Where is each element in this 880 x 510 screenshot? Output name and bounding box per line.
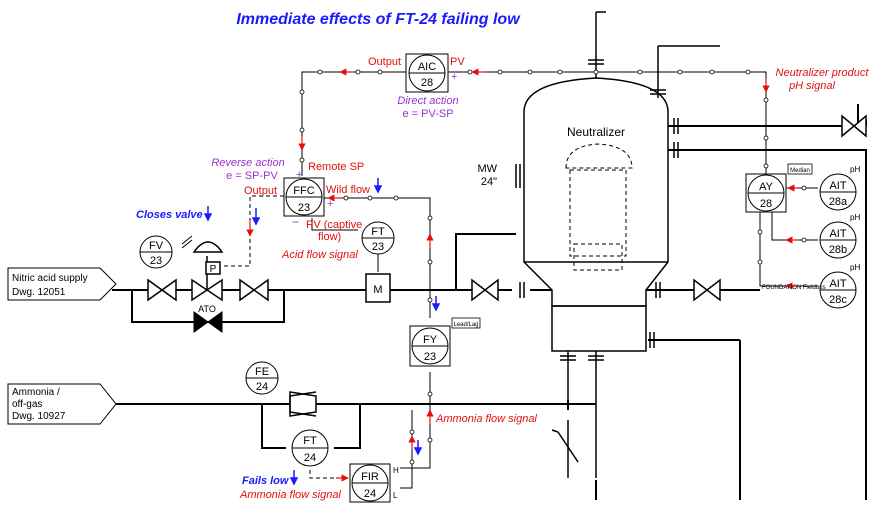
analyzer-ait28a[interactable]: AIT 28a pH: [819, 165, 860, 211]
transmitter-ft24[interactable]: FT 24: [291, 429, 329, 467]
ait-b-num: 28b: [829, 244, 847, 256]
ammonia-flow-signal-label-2: Ammonia flow signal: [239, 489, 341, 501]
wild-flow-label: Wild flow: [326, 184, 370, 196]
reverse-action-label: Reverse action: [211, 157, 284, 169]
fir-num: 24: [364, 488, 376, 500]
ait-c-num: 28c: [829, 294, 847, 306]
ay-function: Median: [790, 168, 810, 174]
neutralizer-ph-label-2: pH signal: [788, 80, 835, 92]
acid-flow-signal-label: Acid flow signal: [281, 249, 358, 261]
fe-num: 24: [256, 381, 268, 393]
recorder-fir24[interactable]: FIR 24: [349, 463, 391, 503]
transmitter-ft23[interactable]: FT 23: [361, 221, 395, 255]
check-valve: [551, 420, 579, 478]
nitric-supply-flag: [7, 267, 117, 301]
valve-tag-fv23[interactable]: FV 23: [139, 235, 173, 269]
fv-num: 23: [150, 255, 162, 267]
ait-a-tag: AIT: [829, 180, 846, 192]
fir-low: L: [393, 491, 398, 500]
manway-label: MW: [477, 163, 497, 175]
fieldbus-label: FOUNDATION Fieldbus: [762, 285, 826, 291]
fir-tag: FIR: [361, 471, 379, 483]
positioner-label: P: [210, 264, 217, 275]
aic-pv-label: PV: [450, 56, 465, 68]
signal-dots: [299, 69, 807, 465]
controller-aic28[interactable]: AIC 28: [405, 53, 449, 93]
blue-direction-arrows: [203, 178, 441, 486]
aic-tag: AIC: [418, 61, 436, 73]
ft24-tag: FT: [303, 435, 317, 447]
ay-num: 28: [760, 198, 772, 210]
fv-tag: FV: [149, 240, 164, 252]
pipe-flanges: [519, 118, 679, 348]
direct-action-eq: e = PV-SP: [402, 108, 453, 120]
ait-c-ph: pH: [850, 263, 860, 272]
controller-ffc23[interactable]: FFC 23: [283, 177, 325, 217]
neutralizer-ph-label: Neutralizer product: [776, 67, 870, 79]
nitric-supply-dwg: Dwg. 12051: [12, 287, 66, 298]
fe-tag: FE: [255, 366, 269, 378]
fy-tag: FY: [423, 334, 438, 346]
fy-function: Lead/Lag: [453, 322, 478, 328]
handwheel-icon: [181, 235, 193, 249]
ffc-num: 23: [298, 202, 310, 214]
ammonia-supply-dwg: Dwg. 10927: [12, 411, 66, 422]
aic-plus-sign: +: [451, 71, 457, 83]
ffc-plus-sign-2: +: [327, 198, 333, 210]
flowmeter-label: M: [373, 284, 382, 296]
ft23-num: 23: [372, 241, 384, 253]
neutralizer-label: Neutralizer: [567, 125, 625, 139]
manway-size: 24": [481, 176, 497, 188]
ammonia-supply-label: Ammonia /: [12, 387, 60, 398]
ait-c-tag: AIT: [829, 278, 846, 290]
signal-arrows: [246, 68, 798, 482]
manual-valves: [147, 114, 867, 302]
ft24-num: 24: [304, 452, 316, 464]
pv-captive-label: PV (captive: [306, 219, 362, 231]
fy-num: 23: [424, 351, 436, 363]
ait-a-ph: pH: [850, 165, 860, 174]
ffc-plus-sign: +: [296, 169, 302, 181]
ait-b-tag: AIT: [829, 228, 846, 240]
direct-action-label: Direct action: [397, 95, 458, 107]
pv-captive-label-2: flow): [318, 231, 341, 243]
signal-lines: [222, 71, 818, 489]
ait-a-num: 28a: [829, 196, 848, 208]
analyzer-ait28b[interactable]: AIT 28b pH: [819, 213, 860, 259]
analyzer-ait28c[interactable]: AIT 28c pH: [819, 263, 860, 309]
process-piping: [112, 104, 867, 500]
element-tag-fe24[interactable]: FE 24: [245, 361, 279, 395]
ammonia-supply-flag: [7, 383, 117, 425]
flowmeter-body: [365, 273, 391, 303]
reverse-action-eq: e = SP-PV: [226, 170, 278, 182]
ay-tag: AY: [759, 181, 774, 193]
fir-high: H: [393, 466, 399, 475]
ait-b-ph: pH: [850, 213, 860, 222]
closes-valve-label: Closes valve: [136, 209, 203, 221]
nitric-supply-label: Nitric acid supply: [12, 273, 88, 284]
bypass-valve-closed: [193, 311, 223, 333]
relay-fy23[interactable]: FY 23 Lead/Lag: [409, 317, 481, 367]
fails-low-label: Fails low: [242, 475, 290, 487]
ft23-tag: FT: [371, 226, 385, 238]
ato-label: ATO: [198, 304, 216, 314]
selector-ay28[interactable]: AY 28 Median: [745, 163, 813, 213]
ffc-tag: FFC: [293, 185, 314, 197]
ammonia-supply-label-2: off-gas: [12, 399, 42, 410]
aic-output-label: Output: [368, 56, 401, 68]
ammonia-flow-signal-label: Ammonia flow signal: [435, 413, 537, 425]
neutralizer-vessel: [515, 11, 720, 478]
diagram-title: Immediate effects of FT-24 failing low: [236, 11, 521, 28]
control-valve-fv23: [191, 241, 224, 302]
ffc-output-label: Output: [244, 185, 277, 197]
ffc-minus-sign: −: [292, 215, 299, 229]
aic-num: 28: [421, 77, 433, 89]
remote-sp-label: Remote SP: [308, 161, 364, 173]
